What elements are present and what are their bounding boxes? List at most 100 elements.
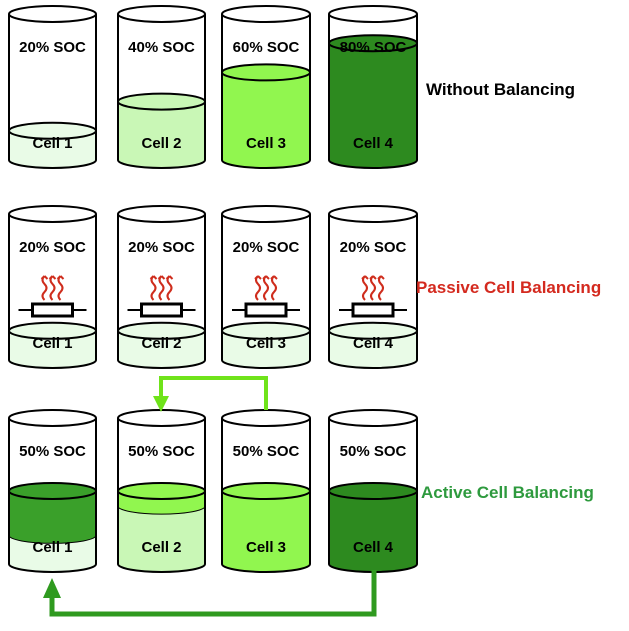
charge-level	[9, 130, 96, 168]
soc-label: 80% SOC	[340, 39, 407, 56]
heat-wave	[48, 275, 57, 301]
cell-3: 50% SOC Cell 3	[221, 409, 311, 573]
cylinder-top	[328, 409, 418, 427]
soc-label: 20% SOC	[19, 239, 86, 256]
cylinder-body	[221, 14, 311, 169]
heat-wave	[149, 275, 158, 301]
cell-label: Cell 2	[141, 135, 181, 152]
cylinder-top	[328, 205, 418, 223]
cell-4: 20% SOC Cell 4	[328, 205, 418, 369]
row-title: Active Cell Balancing	[421, 483, 594, 502]
cell-4: 50% SOC Cell 4	[328, 409, 418, 573]
cylinder-body	[328, 214, 418, 369]
charge-level	[329, 491, 417, 572]
charge-lower	[9, 534, 96, 572]
cylinder-top	[8, 5, 97, 23]
charge-level	[329, 43, 417, 169]
soc-label: 20% SOC	[19, 39, 86, 56]
cylinder-top	[221, 409, 311, 427]
charge-level-surface	[221, 482, 311, 500]
cylinder-body	[8, 14, 97, 169]
arrowhead-cell1	[43, 578, 61, 598]
cell-1: 20% SOC Cell 1	[8, 5, 97, 169]
heat-wave	[270, 275, 278, 301]
cell-label: Cell 3	[246, 539, 286, 556]
soc-label: 60% SOC	[233, 39, 300, 56]
cell-label: Cell 1	[32, 539, 72, 556]
arrow-cell3-to-cell2	[159, 376, 268, 410]
cell-label: Cell 3	[246, 335, 286, 352]
charge-upper	[9, 491, 96, 543]
cylinder-body	[117, 418, 206, 573]
charge-level	[222, 491, 310, 572]
charge-upper-surface	[117, 482, 206, 500]
heat-wave	[157, 275, 166, 301]
cell-label: Cell 4	[353, 135, 394, 152]
resistor-heat-icon	[339, 275, 407, 318]
charge-level	[222, 330, 310, 368]
cell-1: 50% SOC Cell 1	[8, 409, 97, 573]
heat-wave	[361, 275, 369, 301]
cell-2: 50% SOC Cell 2	[117, 409, 206, 573]
charge-level	[329, 330, 417, 368]
cell-label: Cell 4	[353, 335, 394, 352]
cell-label: Cell 2	[141, 335, 181, 352]
charge-level	[222, 72, 310, 168]
resistor-heat-icon	[18, 275, 87, 318]
charge-level	[9, 330, 96, 368]
row-1: 20% SOC Cell 1 40% SOC Cell 2 60% SOC Cell 3 8…	[8, 5, 575, 169]
charge-lower	[118, 505, 205, 572]
soc-label: 40% SOC	[128, 39, 195, 56]
cell-label: Cell 1	[32, 335, 72, 352]
heat-wave	[254, 275, 262, 301]
cell-label: Cell 1	[32, 135, 72, 152]
resistor-heat-icon	[127, 275, 196, 318]
heat-wave	[165, 275, 174, 301]
cell-3: 20% SOC Cell 3	[221, 205, 311, 369]
cylinder-top	[221, 5, 311, 23]
heat-wave	[377, 275, 385, 301]
cylinder-top	[117, 409, 206, 427]
cylinder-body	[221, 214, 311, 369]
soc-label: 50% SOC	[128, 443, 195, 460]
soc-label: 20% SOC	[128, 239, 195, 256]
cell-3: 60% SOC Cell 3	[221, 5, 311, 169]
charge-level-surface	[117, 92, 206, 111]
arrowhead-cell2	[153, 396, 169, 412]
heat-wave	[40, 275, 49, 301]
cylinder-body	[328, 14, 418, 169]
charge-level	[118, 101, 205, 168]
heat-wave	[369, 275, 377, 301]
cylinder-top	[221, 205, 311, 223]
soc-label: 20% SOC	[233, 239, 300, 256]
cell-label: Cell 2	[141, 539, 181, 556]
heat-wave	[56, 275, 65, 301]
soc-label: 20% SOC	[340, 239, 407, 256]
cell-2: 40% SOC Cell 2	[117, 5, 206, 169]
charge-upper	[118, 491, 205, 514]
cell-label: Cell 3	[246, 135, 286, 152]
cylinder-top	[328, 5, 418, 23]
soc-label: 50% SOC	[340, 443, 407, 460]
cell-label: Cell 4	[353, 539, 394, 556]
heat-wave	[262, 275, 270, 301]
soc-label: 50% SOC	[233, 443, 300, 460]
cylinder-body	[117, 214, 206, 369]
cell-2: 20% SOC Cell 2	[117, 205, 206, 369]
soc-label: 50% SOC	[19, 443, 86, 460]
arrow-cell4-to-cell1	[49, 570, 377, 617]
cylinder-top	[8, 409, 97, 427]
energy-transfer-arrows	[43, 376, 377, 617]
cell-4: 80% SOC Cell 4	[328, 5, 418, 169]
resistor-heat-icon	[232, 275, 300, 318]
cylinder-body	[117, 14, 206, 169]
cylinder-top	[117, 5, 206, 23]
cylinder-top	[8, 205, 97, 223]
charge-level	[118, 330, 205, 368]
row-title: Passive Cell Balancing	[416, 278, 601, 297]
cell-1: 20% SOC Cell 1	[8, 205, 97, 369]
